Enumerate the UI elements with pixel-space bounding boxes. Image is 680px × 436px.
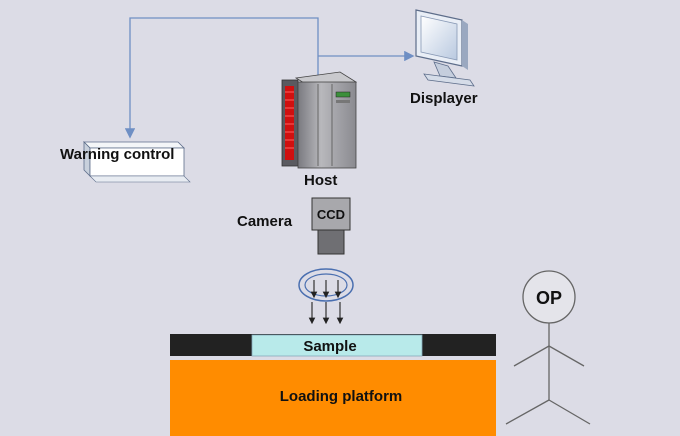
warning-control-box xyxy=(83,141,191,183)
loading-platform xyxy=(170,360,496,436)
connector-lines xyxy=(124,17,415,139)
host-label: Host xyxy=(304,172,337,189)
connector-host-to-warning xyxy=(124,17,319,139)
sample-rail xyxy=(170,334,496,357)
stick-figure-icon xyxy=(505,270,591,425)
server-tower-icon xyxy=(281,71,358,169)
ccd-label: CCD xyxy=(317,207,345,222)
displayer-label: Displayer xyxy=(410,90,478,107)
camera-icon xyxy=(311,197,351,255)
loading-platform-label: Loading platform xyxy=(280,388,403,405)
ring-light-icon xyxy=(298,268,354,325)
sample-label: Sample xyxy=(303,338,356,355)
monitor-icon xyxy=(415,9,475,87)
camera-label: Camera xyxy=(237,213,293,230)
operator-label: OP xyxy=(536,288,562,308)
warning-control-label: Warning control xyxy=(60,146,174,163)
sample-slab xyxy=(251,334,423,357)
